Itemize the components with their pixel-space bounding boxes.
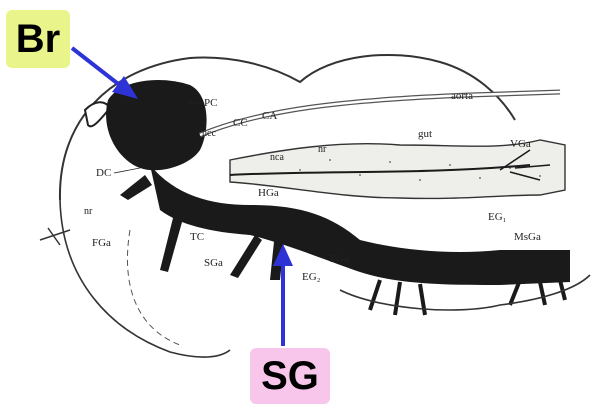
label-eg1: EG₁ [488,211,507,223]
label-nr-top: nr [318,144,327,155]
label-eg2: EG₂ [302,271,321,283]
subesophageal-ganglion-callout: SG [250,348,330,404]
label-dc: DC [96,167,111,179]
label-aorta: aorta [451,90,473,102]
ganglion-arm-3 [230,235,262,278]
ganglion-arm-1 [120,175,152,200]
label-hga: HGa [258,187,279,199]
label-ca: CA [262,110,277,122]
label-tc: TC [190,231,204,243]
label-nca: nca [270,152,284,163]
label-vga: VGa [510,138,531,150]
brain-callout: Br [6,10,70,68]
label-fga: FGa [92,237,111,249]
label-nr-left: nr [84,206,93,217]
ganglion-arm-2 [160,210,184,272]
label-pga: PGa [330,253,349,265]
label-gut: gut [418,128,432,140]
label-sga: SGa [204,257,223,269]
label-cc: CC [233,117,248,129]
label-msga: MsGa [514,231,541,243]
label-ncc: ncc [202,128,216,139]
aorta [200,92,560,135]
label-pc: PC [204,97,217,109]
